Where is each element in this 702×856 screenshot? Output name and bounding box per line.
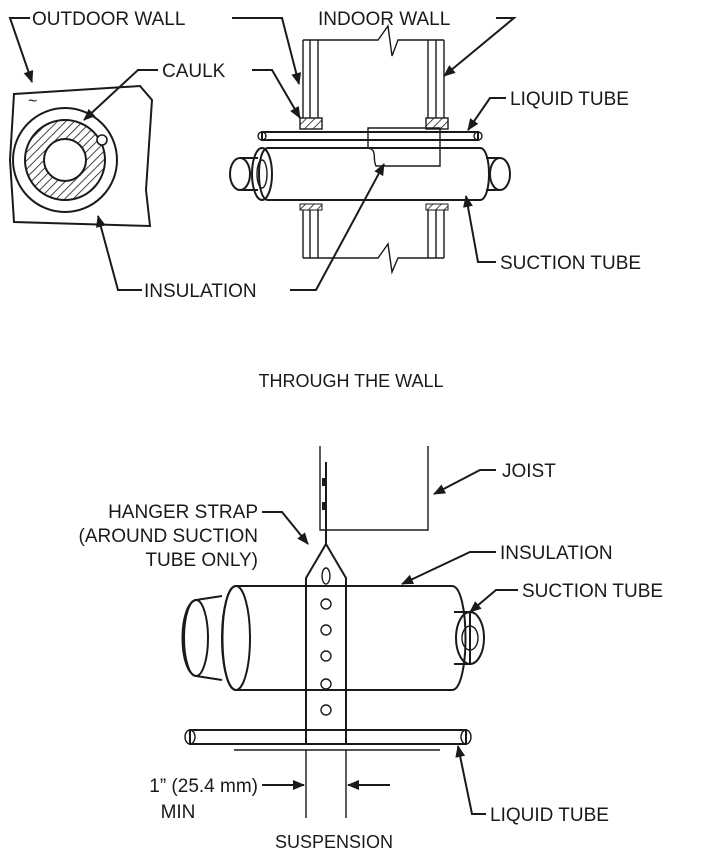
label-insulation: INSULATION — [144, 281, 257, 302]
label-hanger-strap-2: (AROUND SUCTION — [79, 526, 258, 547]
wall-elevation: ~ — [229, 24, 511, 275]
svg-text:~: ~ — [393, 140, 402, 157]
label-liquid-tube: LIQUID TUBE — [510, 89, 629, 110]
suction-tube-leader-suspension — [469, 589, 518, 613]
label-indoor-wall: INDOOR WALL — [318, 9, 450, 30]
label-min-clearance-1: 1” (25.4 mm) — [149, 776, 258, 797]
liquid-tube-section — [96, 134, 108, 146]
suspension-section: JOIST HANGER STRAP (AROUND SUCTION TUBE … — [79, 446, 663, 852]
insulation-leader-left — [96, 215, 142, 291]
joist-leader — [433, 469, 496, 495]
caulk-leader-left — [83, 69, 158, 121]
label-insulation-suspension: INSULATION — [500, 543, 613, 564]
insulation-leader-suspension — [401, 551, 496, 585]
caulk-leader-right — [252, 69, 301, 119]
suspended-liquid-tube — [184, 729, 472, 751]
through-wall-section: ~ — [8, 9, 641, 391]
outdoor-wall-leader-2 — [232, 17, 302, 85]
insulation-leader-right — [290, 163, 385, 291]
hanger-strap-leader — [262, 511, 309, 545]
suction-tube-bore — [43, 138, 87, 182]
label-outdoor-wall: OUTDOOR WALL — [32, 9, 185, 30]
suction-tube-leader — [463, 195, 496, 263]
label-suction-tube-suspension: SUCTION TUBE — [522, 581, 663, 602]
through-wall-title: THROUGH THE WALL — [258, 371, 443, 391]
suction-tube-insulation-ring — [12, 107, 118, 213]
svg-text:~: ~ — [28, 93, 37, 110]
label-liquid-tube-suspension: LIQUID TUBE — [490, 805, 609, 826]
caulk-block-left — [299, 117, 323, 130]
outdoor-wall-cross-section: ~ — [8, 84, 154, 228]
label-suction-tube: SUCTION TUBE — [500, 253, 641, 274]
indoor-wall-leader — [443, 17, 517, 77]
label-hanger-strap-3: TUBE ONLY) — [145, 550, 258, 571]
caulk-block-right — [425, 117, 449, 130]
liquid-tube-bar — [261, 131, 479, 141]
label-min-clearance-2: MIN — [161, 802, 196, 823]
outdoor-wall-leader — [8, 17, 34, 83]
label-joist: JOIST — [502, 461, 556, 482]
label-caulk: CAULK — [162, 61, 226, 82]
label-hanger-strap-1: HANGER STRAP — [108, 502, 258, 523]
liquid-tube-leader — [467, 97, 506, 131]
min-clearance-dimension — [262, 750, 390, 818]
liquid-tube-leader-suspension — [455, 745, 486, 815]
joist — [319, 446, 429, 544]
suspension-title: SUSPENSION — [275, 832, 393, 852]
hanger-strap — [305, 542, 347, 745]
suspended-suction-tube — [181, 585, 485, 691]
